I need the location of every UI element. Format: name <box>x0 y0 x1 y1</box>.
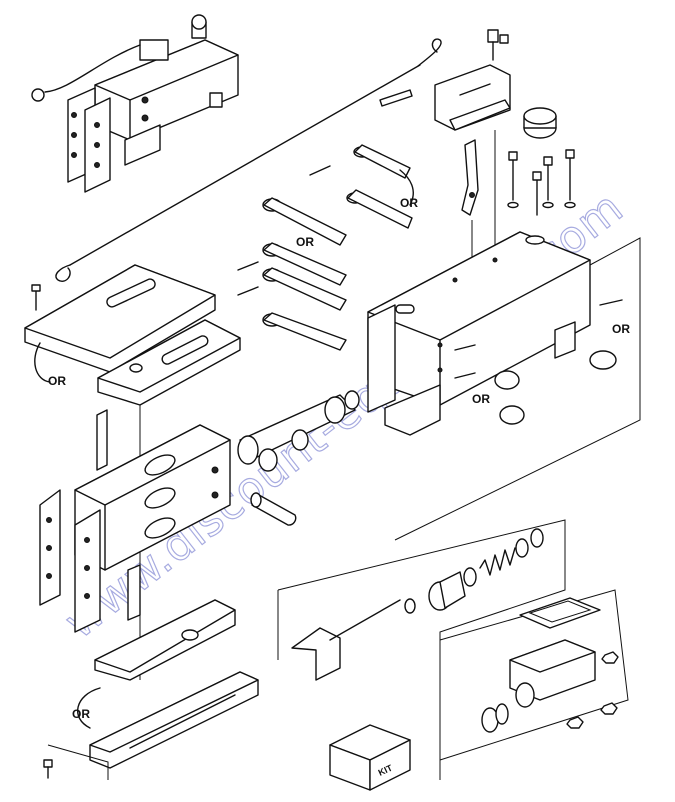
coupler-body <box>74 424 231 571</box>
group-boundary-cylinder <box>277 519 566 780</box>
filler-cap <box>523 107 557 139</box>
nuts-right <box>566 651 619 729</box>
or-label-caps-right: OR <box>612 322 630 336</box>
or-label-plugs-mid: OR <box>472 392 490 406</box>
mounting-bracket-top <box>379 64 511 131</box>
or-label-pins-mid: OR <box>296 235 314 249</box>
side-channel-plates <box>39 409 141 633</box>
plug-caps-right: OR OR <box>454 299 630 425</box>
gasket-plate <box>519 597 601 629</box>
push-rod-assembly <box>291 528 544 681</box>
or-label-plate-left: OR <box>48 374 66 388</box>
bottom-channel-option-b <box>89 671 259 769</box>
piston-cup <box>481 703 509 733</box>
release-lever <box>461 139 479 260</box>
top-plate-option-a <box>24 264 216 373</box>
group-boundary-right <box>394 237 641 541</box>
pin-group-middle: OR <box>237 197 347 351</box>
kit-box: KIT <box>329 724 411 791</box>
bottom-channel-option-a <box>94 599 236 681</box>
screw-bottom-left <box>43 759 53 779</box>
master-cylinder-body <box>509 639 596 708</box>
actuator-housing <box>367 231 591 436</box>
or-label-channel-bottom: OR <box>72 707 90 721</box>
roller-assembly <box>237 390 360 472</box>
breakaway-cable <box>55 38 442 282</box>
top-plate-option-b <box>97 319 241 680</box>
roller-pin <box>250 492 297 526</box>
group-boundary-bottom-left <box>47 744 109 780</box>
or-label-pins-top: OR <box>400 196 418 210</box>
bolt-set-right <box>507 149 576 216</box>
assembled-actuator-thumbnail <box>31 14 239 193</box>
pin-group-upper: OR <box>309 144 418 229</box>
